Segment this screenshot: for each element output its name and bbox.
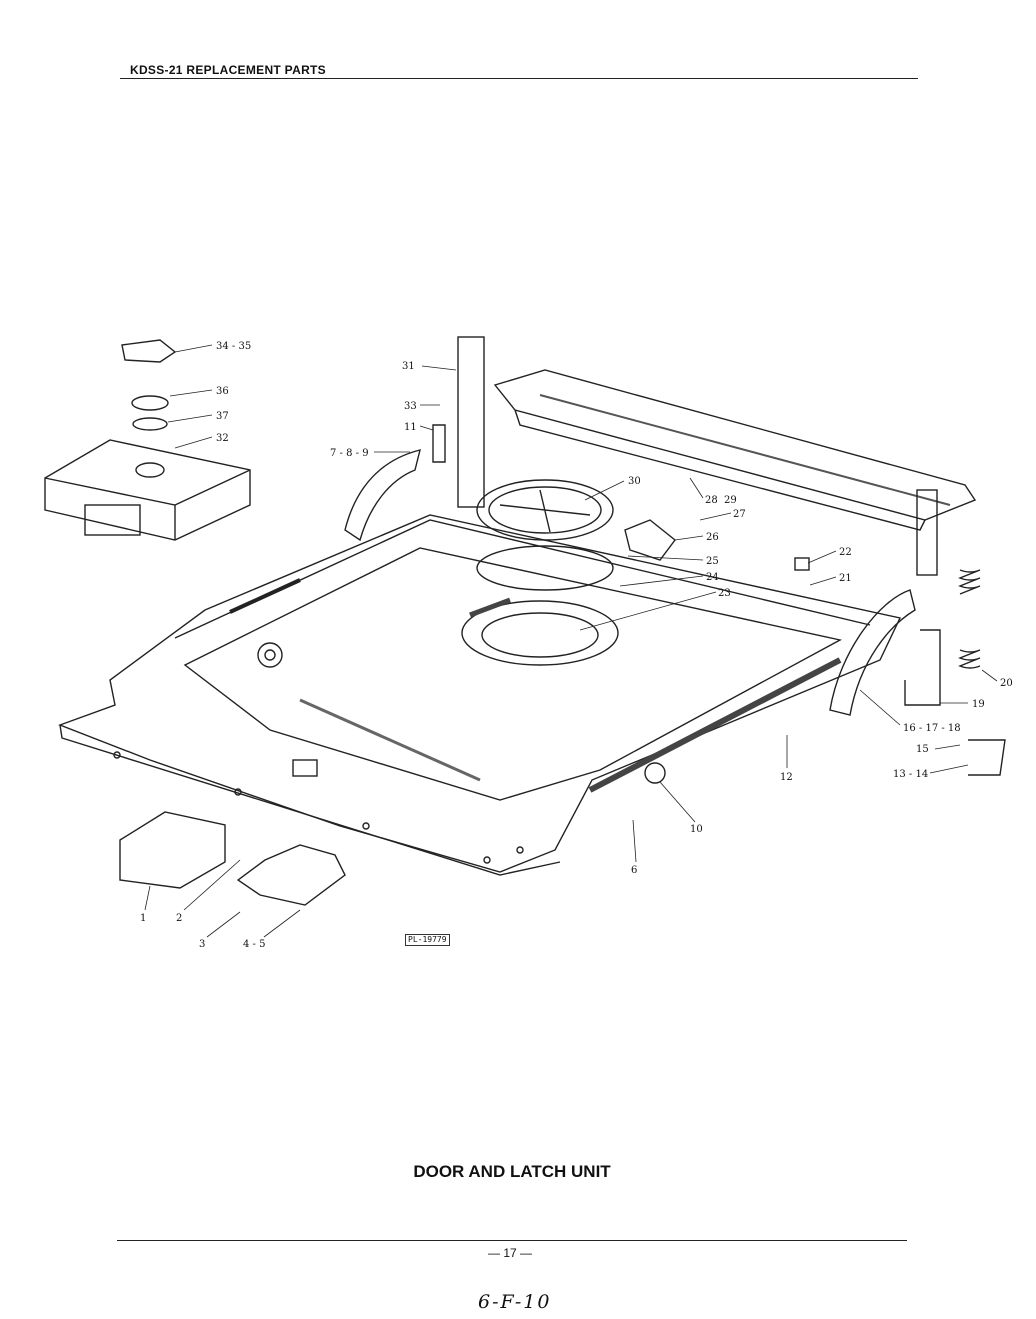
callout-24: 24 bbox=[706, 572, 719, 583]
callout-12: 12 bbox=[780, 772, 793, 783]
knob bbox=[121, 339, 177, 363]
callout-13-14: 13 - 14 bbox=[893, 769, 928, 780]
callout-15: 15 bbox=[916, 744, 929, 755]
callout-36: 36 bbox=[216, 386, 229, 397]
callout-23: 23 bbox=[718, 588, 731, 599]
bearing-ring bbox=[461, 597, 619, 666]
door-panel bbox=[58, 514, 902, 876]
callout-32: 32 bbox=[216, 433, 229, 444]
callout-27: 27 bbox=[733, 509, 746, 520]
hinge-bracket bbox=[904, 629, 941, 706]
callout-30: 30 bbox=[628, 476, 641, 487]
callout-28: 28 bbox=[705, 495, 718, 506]
spring-upper bbox=[958, 569, 981, 595]
plate-id-label: PL-19779 bbox=[405, 934, 450, 946]
footer-rule bbox=[117, 1240, 907, 1241]
callout-19: 19 bbox=[972, 699, 985, 710]
page-header-title: KDSS-21 REPLACEMENT PARTS bbox=[130, 63, 326, 77]
left-hinge-strip bbox=[457, 336, 485, 508]
callout-16-17-18: 16 - 17 - 18 bbox=[903, 723, 961, 734]
callout-22: 22 bbox=[839, 547, 852, 558]
handwritten-note: 6-F-10 bbox=[478, 1291, 552, 1313]
callout-26: 26 bbox=[706, 532, 719, 543]
right-hinge-strip bbox=[916, 489, 938, 576]
bracket-13-14 bbox=[968, 739, 1006, 776]
callout-4-5: 4 - 5 bbox=[243, 939, 265, 950]
clip-22 bbox=[794, 557, 810, 571]
callout-2: 2 bbox=[176, 913, 182, 924]
left-hinge-arm bbox=[344, 449, 421, 542]
callout-10: 10 bbox=[690, 824, 703, 835]
callout-37: 37 bbox=[216, 411, 229, 422]
spring-lower bbox=[958, 649, 981, 669]
leader-lines bbox=[144, 344, 998, 938]
diagram-caption: DOOR AND LATCH UNIT bbox=[413, 1162, 611, 1181]
latch-switch bbox=[236, 844, 346, 906]
gasket-37 bbox=[132, 417, 168, 431]
callout-7-8-9: 7 - 8 - 9 bbox=[330, 448, 369, 459]
callout-33: 33 bbox=[404, 401, 417, 412]
wash-arm-wheel bbox=[476, 479, 614, 591]
bracket-26 bbox=[624, 519, 676, 561]
page-number: — 17 — bbox=[487, 1246, 532, 1260]
callout-20: 20 bbox=[1000, 678, 1013, 689]
callout-6: 6 bbox=[631, 865, 637, 876]
callout-21: 21 bbox=[839, 573, 852, 584]
callout-25: 25 bbox=[706, 556, 719, 567]
callout-11: 11 bbox=[404, 422, 417, 433]
callout-3: 3 bbox=[199, 939, 205, 950]
callout-31: 31 bbox=[402, 361, 415, 372]
callout-29: 29 bbox=[724, 495, 737, 506]
callout-labels: 34 - 35 36 37 32 31 33 11 7 - 8 - 9 30 2… bbox=[140, 341, 1013, 950]
right-hinge-arm bbox=[829, 589, 916, 716]
callout-1: 1 bbox=[140, 913, 146, 924]
header-rule bbox=[120, 78, 918, 79]
gasket-36 bbox=[131, 395, 169, 411]
upper-rail bbox=[493, 369, 977, 531]
control-housing bbox=[44, 439, 251, 541]
latch-shield bbox=[119, 811, 226, 889]
strike-11 bbox=[432, 424, 446, 463]
callout-34-35: 34 - 35 bbox=[216, 341, 251, 352]
